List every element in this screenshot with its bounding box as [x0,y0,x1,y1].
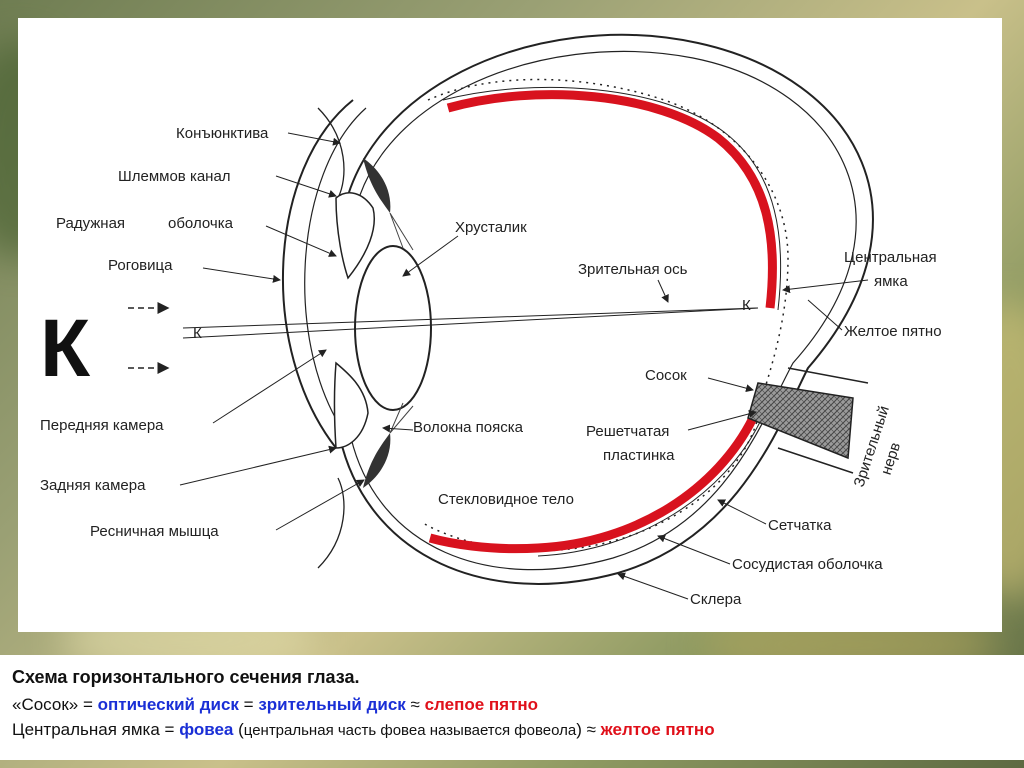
caption-text: = [238,695,259,714]
ciliary-body-upper [363,158,391,213]
term-visual-disc: зрительный диск [258,695,406,714]
conjunctiva-outline [317,107,345,199]
label-anterior-chamber: Передняя камера [40,417,164,434]
optic-nerve-sheath [777,367,869,474]
iris-lower [333,361,369,449]
term-yellow-spot: желтое пятно [600,720,715,739]
caption-text: ≈ [405,695,425,714]
diagram-panel: К Конъюнктива Шлеммов канал Радужная обо… [18,18,1002,632]
caption-line-3: Центральная ямка = фовеа (центральная ча… [12,720,715,740]
optical-axis-line [182,307,759,329]
label-conjunctiva: Конъюнктива [176,125,269,142]
optical-axis-line [182,307,759,339]
label-yellow-spot: Желтое пятно [844,323,942,340]
label-k-point: К [193,325,202,342]
conjunctiva-outline [317,477,345,569]
svg-text:нерв: нерв [878,440,904,477]
caption-text: ) ≈ [576,720,601,739]
big-letter-k: К [40,303,91,394]
label-lamina-2: пластинка [603,447,675,464]
label-ciliary-muscle: Ресничная мышца [90,523,219,540]
retina-band [442,86,782,557]
label-sclera: Склера [690,591,742,608]
label-iris-2: оболочка [168,215,234,232]
term-fovea: фовеа [179,720,234,739]
label-papilla: Сосок [645,367,687,384]
caption-text: «Сосок» = [12,695,98,714]
iris-upper [335,192,375,280]
label-retina: Сетчатка [768,517,832,534]
sclera-outline [350,50,857,571]
label-lamina-1: Решетчатая [586,423,669,440]
ciliary-body-lower [363,433,391,488]
retina-band [428,90,777,554]
label-schlemm-canal: Шлеммов канал [118,168,231,185]
label-cornea: Роговица [108,257,173,274]
label-vitreous: Стекловидное тело [438,491,574,508]
label-choroid: Сосудистая оболочка [732,556,883,573]
lens [354,245,432,411]
term-blind-spot: слепое пятно [424,695,539,714]
label-fovea-1: Центральная [844,249,937,266]
caption-note: центральная часть фовеа называется фовео… [243,722,577,739]
label-iris-1: Радужная [56,215,125,232]
caption-title: Схема горизонтального сечения глаза. [12,667,360,687]
label-lens: Хрусталик [455,219,527,236]
label-fovea-2: ямка [874,273,908,290]
cornea-outline [282,99,354,449]
caption-text: Центральная ямка = [12,720,180,739]
zonule-fibers [389,212,414,434]
eye-diagram: К Конъюнктива Шлеммов канал Радужная обо… [40,33,942,608]
label-zonule: Волокна пояска [413,419,524,436]
label-optic-nerve: Зрительный нерв [851,404,904,489]
label-posterior-chamber: Задняя камера [40,477,146,494]
caption-text: ( [233,720,244,739]
caption-line-2: «Сосок» = оптический диск = зрительный д… [12,695,538,715]
optic-nerve [747,382,854,460]
caption-box: Схема горизонтального сечения глаза. «Со… [0,655,1024,760]
term-optic-disc: оптический диск [97,695,239,714]
label-visual-axis: Зрительная ось [578,261,688,278]
sclera-outline [339,33,874,585]
label-k-right: К [742,297,751,314]
